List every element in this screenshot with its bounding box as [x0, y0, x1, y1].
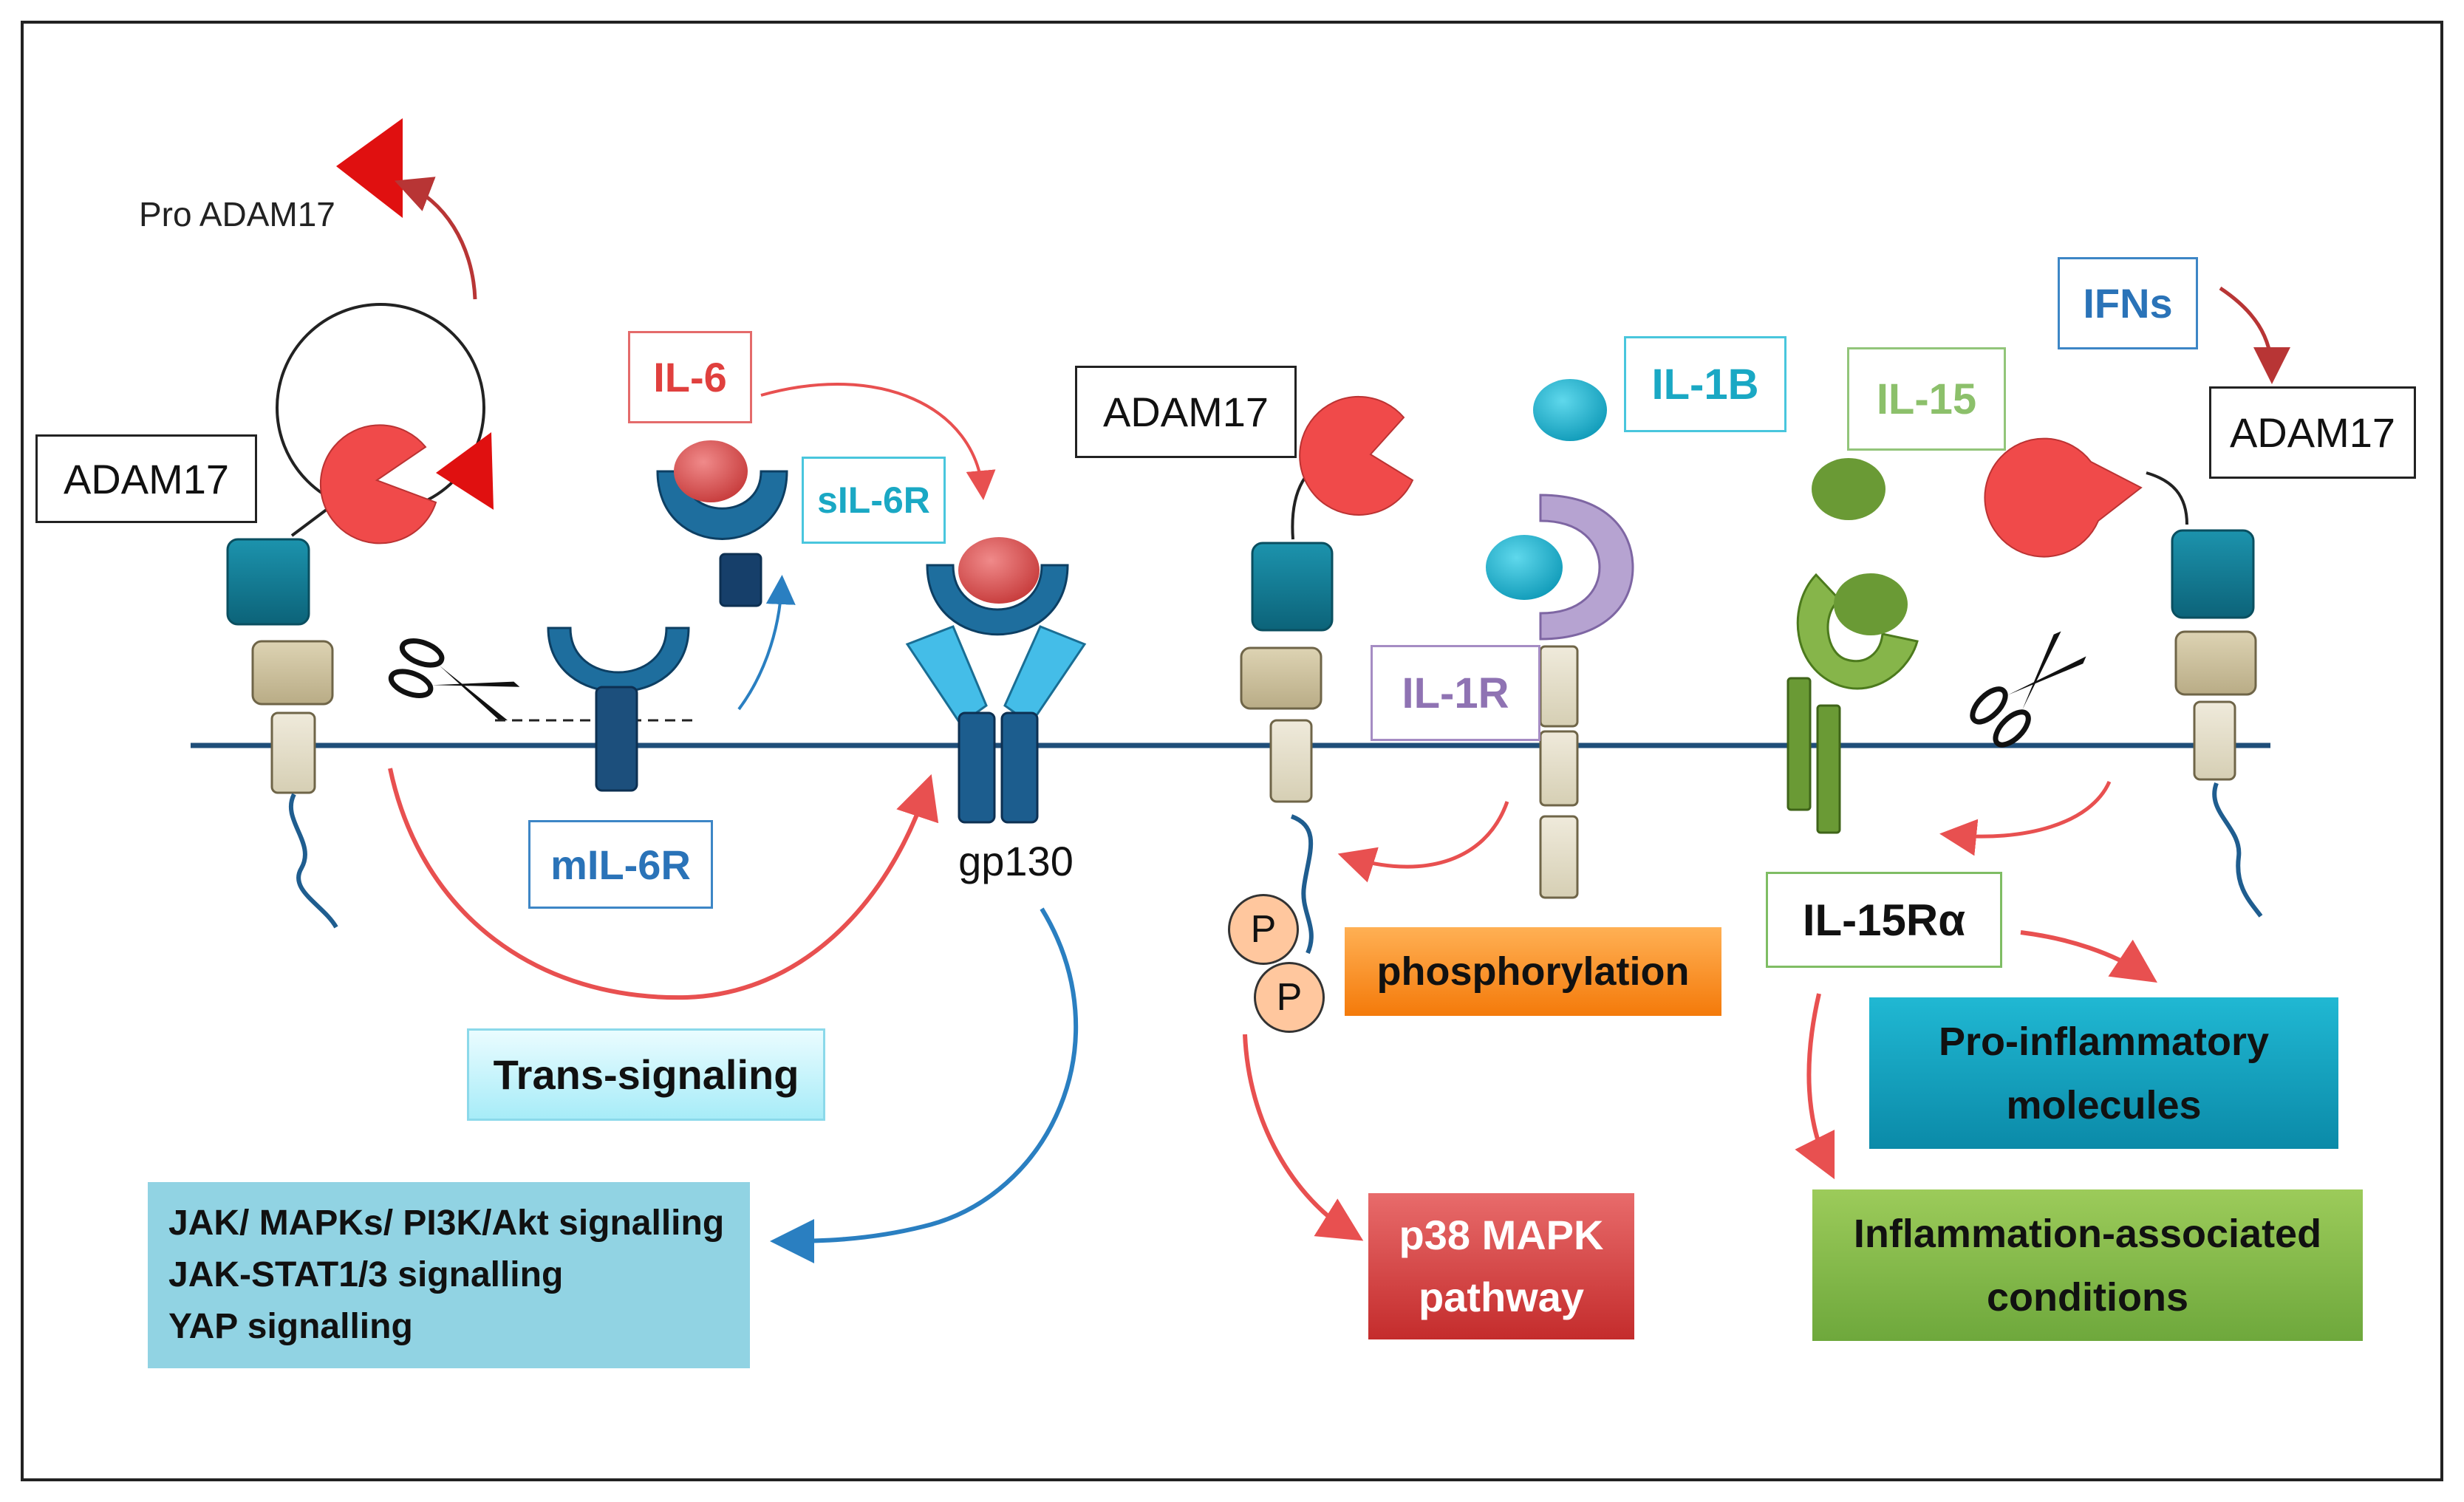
scissors-icon-left — [388, 638, 520, 721]
mil6r-label: mIL-6R — [528, 820, 713, 909]
middle-adam17-complex — [1240, 395, 1414, 955]
adam17-label-right: ADAM17 — [2209, 386, 2416, 479]
arrow-shedding-il15ra — [1939, 780, 2112, 856]
arrow-ifns-to-adam17 — [2219, 286, 2290, 384]
sil6r-label: sIL-6R — [802, 457, 946, 544]
arrow-phospho-to-p38 — [1243, 1034, 1364, 1241]
right-adam17-complex — [1984, 437, 2263, 918]
il1r-complex — [1486, 379, 1634, 899]
trans-signaling-box: Trans-signaling — [467, 1028, 825, 1121]
prodomain-triangle — [436, 432, 494, 510]
inflammation-box: Inflammation-associated conditions — [1812, 1189, 2363, 1341]
phosphate-p1: P — [1228, 894, 1299, 965]
adam17-label-middle: ADAM17 — [1075, 366, 1297, 458]
jak-line-2: JAK-STAT1/3 signalling — [168, 1255, 564, 1294]
jak-line-3: YAP signalling — [168, 1307, 413, 1346]
arrow-trans-signaling — [388, 768, 939, 1000]
adam17-enzyme-left — [319, 424, 437, 545]
il15ra-label: IL-15Rα — [1766, 872, 2002, 968]
jak-signalling-box: JAK/ MAPKs/ PI3K/Akt signalling JAK-STAT… — [148, 1182, 750, 1368]
jak-line-1: JAK/ MAPKs/ PI3K/Akt signalling — [168, 1204, 725, 1243]
pro-adam17-triangle — [336, 118, 403, 218]
adam17-label-left: ADAM17 — [35, 434, 257, 523]
arrow-to-proinflammatory — [2020, 930, 2157, 983]
phosphate-p2: P — [1254, 962, 1325, 1033]
il15r-complex — [1786, 458, 1919, 834]
gp130-label: gp130 — [958, 837, 1074, 884]
proinflammatory-line-1: Pro-inflammatory — [1938, 1019, 2270, 1064]
p38-line-2: pathway — [1418, 1274, 1585, 1320]
il1b-label: IL-1B — [1624, 336, 1786, 432]
adam17-enzyme-right — [1984, 437, 2143, 558]
arrow-shedding-sil6r — [737, 575, 796, 711]
il1r-label: IL-1R — [1371, 645, 1540, 741]
sil6r-complex — [656, 440, 788, 607]
inflammation-line-2: conditions — [1987, 1274, 2188, 1320]
il15-label: IL-15 — [1847, 347, 2006, 451]
proinflammatory-box: Pro-inflammatory molecules — [1869, 997, 2338, 1149]
p38-line-1: p38 MAPK — [1399, 1212, 1604, 1258]
arrow-to-pro-adam17 — [395, 177, 477, 300]
phosphorylation-box: phosphorylation — [1345, 927, 1721, 1016]
ifns-label: IFNs — [2058, 257, 2198, 349]
inflammation-line-1: Inflammation-associated — [1853, 1211, 2322, 1256]
adam17-enzyme-mid — [1299, 395, 1414, 516]
left-adam17-complex — [226, 303, 494, 929]
mil6r-receptor — [547, 627, 690, 792]
arrow-il1r-to-phospho — [1337, 801, 1509, 883]
arrow-il6-to-gp130 — [760, 383, 996, 500]
proinflammatory-line-2: molecules — [2006, 1082, 2202, 1127]
il6-label: IL-6 — [628, 331, 752, 423]
p38-mapk-box: p38 MAPK pathway — [1368, 1193, 1634, 1339]
pro-adam17-label: Pro ADAM17 — [139, 195, 335, 233]
arrow-to-inflammation — [1795, 993, 1835, 1180]
gp130-complex — [905, 537, 1087, 824]
arrow-gp130-to-jak — [770, 907, 1079, 1263]
